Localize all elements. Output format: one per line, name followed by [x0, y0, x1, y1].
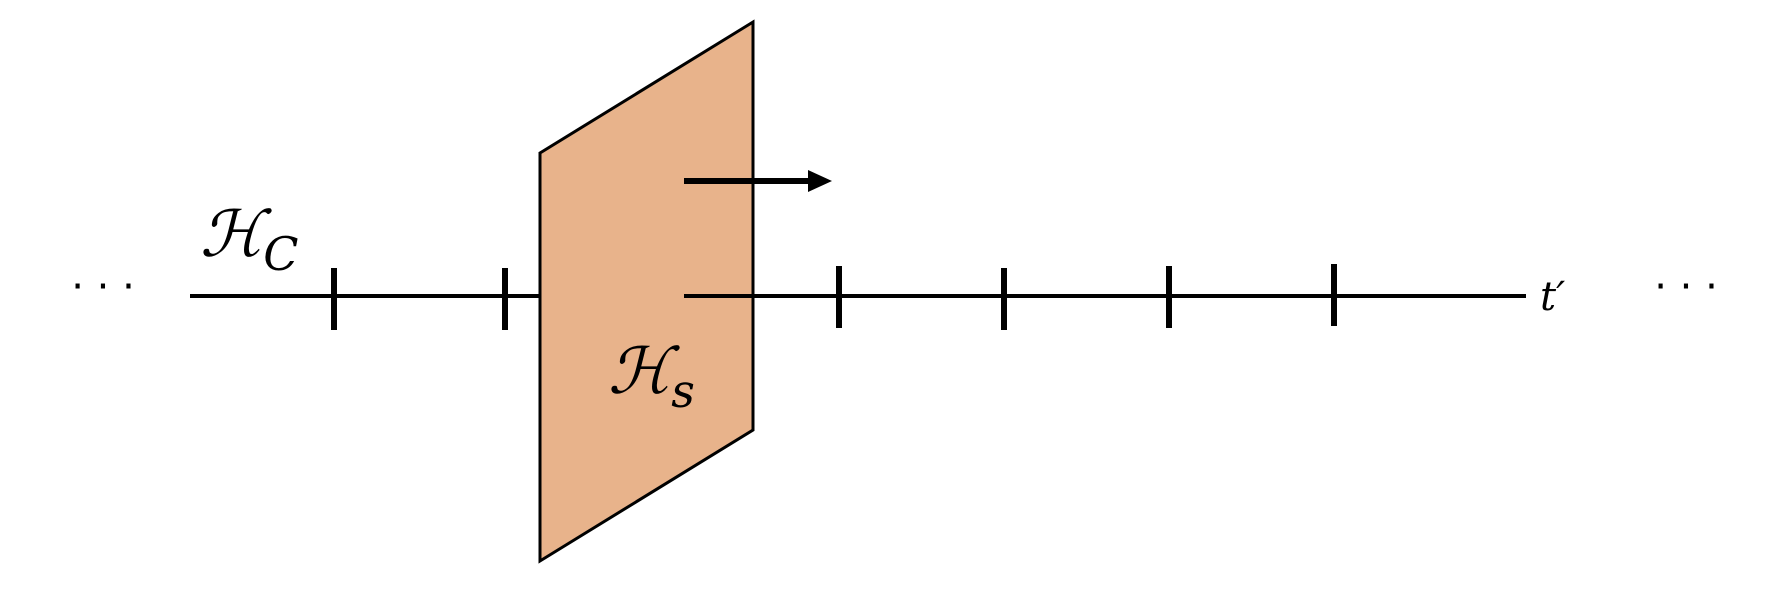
hc-label-main: ℋ [200, 198, 272, 272]
time-axis-label: t′ [1540, 274, 1565, 320]
left-ellipsis: · · · [71, 264, 135, 310]
hs-label: ℋs [608, 335, 695, 418]
hc-label-subscript: C [263, 227, 298, 281]
hs-label-subscript: s [671, 364, 695, 418]
hypersurface-panel [538, 19, 755, 564]
motion-arrow-head [808, 170, 832, 192]
hs-label-main: ℋ [608, 335, 680, 409]
hc-label: ℋC [200, 198, 298, 281]
right-ellipsis: · · · [1654, 264, 1718, 310]
